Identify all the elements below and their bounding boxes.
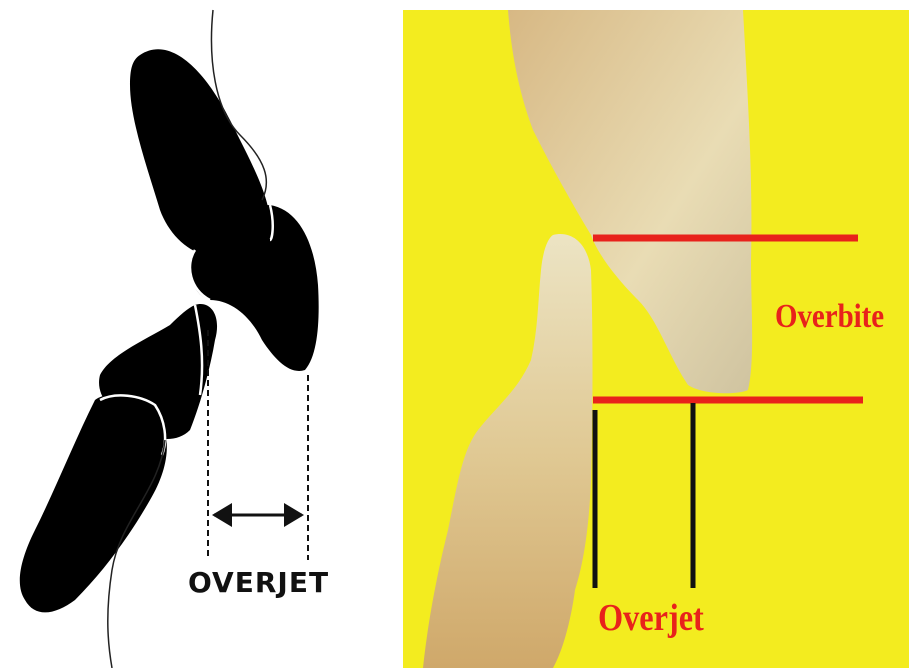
overbite-overjet-photo-panel: Overbite Overjet — [403, 10, 909, 668]
overjet-schematic-panel: OVERJET — [0, 0, 400, 668]
overjet-arrow-head-left — [212, 503, 232, 527]
lower-tooth — [423, 234, 593, 668]
overjet-label-photo: Overjet — [598, 596, 704, 640]
lower-incisor-root — [20, 395, 167, 612]
overjet-label-schematic: OVERJET — [188, 566, 329, 599]
teeth-illustration — [403, 10, 909, 668]
overjet-arrow-head-right — [284, 503, 304, 527]
overbite-label: Overbite — [775, 298, 884, 336]
